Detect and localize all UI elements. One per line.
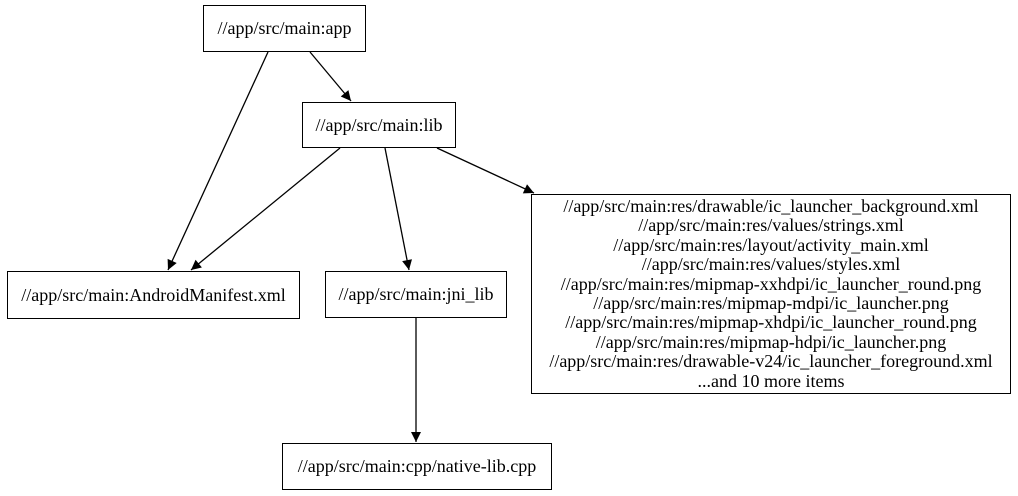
edge-app-to-androidmanifest — [167, 51, 269, 271]
node-native-lib-cpp-label: //app/src/main:cpp/native-lib.cpp — [297, 456, 537, 476]
resource-item: //app/src/main:res/mipmap-xhdpi/ic_launc… — [565, 312, 977, 333]
resource-item: //app/src/main:res/layout/activity_main.… — [613, 234, 929, 255]
resource-more-items: ...and 10 more items — [697, 370, 845, 391]
node-app: //app/src/main:app — [203, 5, 366, 52]
edge-app-to-lib — [309, 51, 352, 102]
edge-lib-to-jnilib — [384, 147, 412, 271]
node-android-manifest-label: //app/src/main:AndroidManifest.xml — [21, 284, 286, 305]
resource-item: //app/src/main:res/drawable-v24/ic_launc… — [549, 351, 993, 372]
node-jni-lib-label: //app/src/main:jni_lib — [338, 284, 494, 304]
resource-item: //app/src/main:res/drawable/ic_launcher_… — [563, 195, 979, 216]
node-lib-label: //app/src/main:lib — [315, 114, 443, 135]
edge-lib-to-androidmanifest — [190, 147, 341, 271]
node-jni-lib: //app/src/main:jni_lib — [325, 271, 507, 318]
node-resources-group: //app/src/main:res/drawable/ic_launcher_… — [531, 194, 1011, 394]
resource-item: //app/src/main:res/values/styles.xml — [641, 254, 901, 275]
resource-item: //app/src/main:res/values/strings.xml — [638, 215, 904, 236]
node-android-manifest: //app/src/main:AndroidManifest.xml — [7, 271, 300, 319]
node-lib: //app/src/main:lib — [302, 102, 456, 148]
edge-lib-to-resources — [436, 147, 535, 194]
node-app-label: //app/src/main:app — [217, 18, 352, 38]
resource-item: //app/src/main:res/mipmap-hdpi/ic_launch… — [595, 331, 947, 352]
node-native-lib-cpp: //app/src/main:cpp/native-lib.cpp — [282, 443, 552, 490]
resource-item: //app/src/main:res/mipmap-mdpi/ic_launch… — [593, 293, 949, 313]
resource-item: //app/src/main:res/mipmap-xxhdpi/ic_laun… — [560, 273, 982, 294]
